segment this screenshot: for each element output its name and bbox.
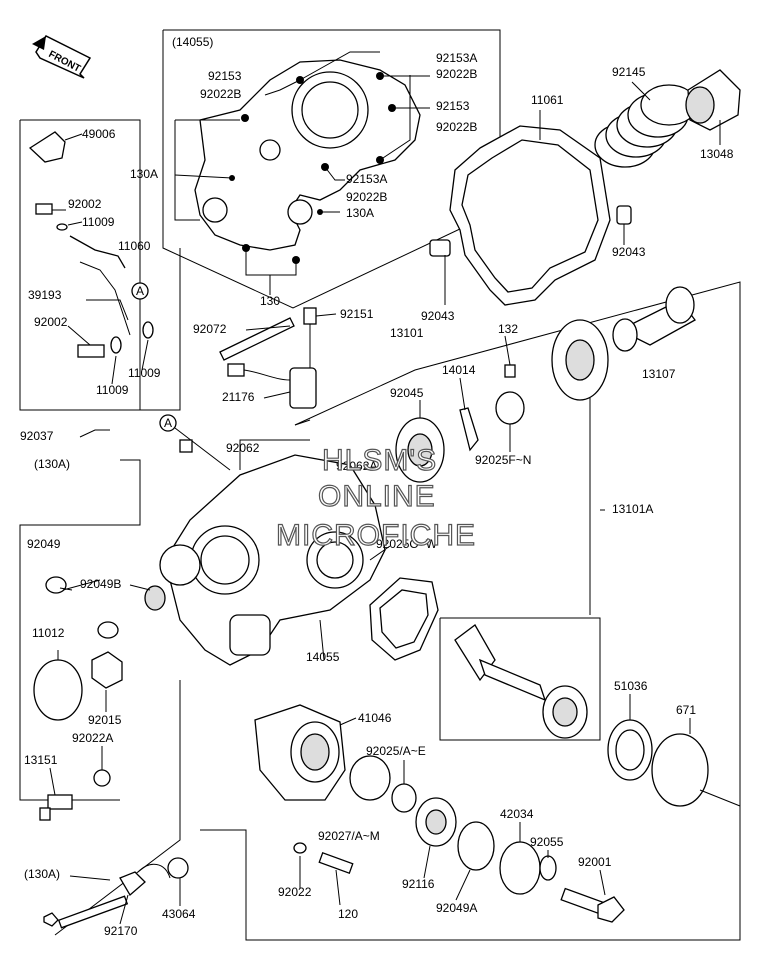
label-11012: 11012 [32,626,65,640]
label-130a-2: 130A [346,206,374,220]
label-92170: 92170 [104,924,138,938]
label-92022b-4: 92022B [346,190,387,204]
label-11009-1: 11009 [82,215,115,229]
label-132: 132 [498,322,518,336]
label-92022a: 92022A [72,731,113,745]
label-92043-1: 92043 [612,245,646,259]
label-92025ow: 92025O~W [376,537,438,551]
label-671: 671 [676,703,696,717]
label-130a-4: (130A) [24,867,60,881]
label-92022: 92022 [278,885,312,899]
label-120: 120 [338,907,358,921]
label-92015: 92015 [88,713,122,727]
label-14055-box: (14055) [172,35,213,49]
left-sensor-parts: A [28,131,154,358]
label-92062a: 92062A [336,459,377,473]
label-11009-2: 11009 [96,383,129,397]
seal-rings [607,719,741,807]
label-92022b-2: 92022B [200,87,241,101]
label-92002-2: 92002 [34,315,68,329]
label-92043-2: 92043 [421,309,455,323]
label-92049: 92049 [27,537,61,551]
watermark-line-1: HLSM'S [322,444,437,477]
label-39193: 39193 [28,288,62,302]
bushing-92043-parts [429,205,632,305]
label-92002-1: 92002 [68,197,102,211]
top-cover-part [194,59,421,264]
label-11060: 11060 [118,239,151,253]
label-42034: 42034 [500,807,534,821]
left-housing-parts [33,576,166,821]
leader-lines [49,209,691,925]
label-49006: 49006 [82,127,116,141]
label-92145: 92145 [612,65,646,79]
watermark: HLSM'S ONLINE MICROFICHE [275,443,476,552]
label-92001: 92001 [578,855,612,869]
frame-lines [19,29,741,941]
label-14014: 14014 [442,363,476,377]
top-cover-leaders [174,51,430,295]
label-130a-3: (130A) [34,457,70,471]
label-14055: 14055 [306,650,340,664]
label-92049b: 92049B [80,577,121,591]
label-92072: 92072 [193,322,227,336]
bearing-92045-part [395,400,445,483]
watermark-line-3: MICROFICHE [276,519,476,552]
bottom-parts-chain [293,755,625,923]
spring-part [594,81,698,168]
callout-a-left: A [136,284,144,298]
hub-13048-part [685,69,741,145]
label-92022b-3: 92022B [436,120,477,134]
main-housing-part [159,439,386,666]
label-92153-2: 92153 [436,99,470,113]
label-13107: 13107 [642,367,676,381]
front-arrow-badge: FRONT [32,35,92,79]
label-13101a: 13101A [612,502,653,516]
label-92055: 92055 [530,835,564,849]
label-92025ae: 92025/A~E [366,744,426,758]
label-43064: 43064 [162,907,196,921]
part-labels: (14055) 92153A 92022B 92153 92022B 92153… [20,35,734,938]
housing-41046-part [254,704,346,801]
label-92151: 92151 [340,307,374,321]
gasket-part [449,110,611,306]
label-92027am: 92027/A~M [318,829,380,843]
label-11009-3: 11009 [128,366,161,380]
label-41046: 41046 [358,711,392,725]
label-51036: 51036 [614,679,648,693]
ring-gear-part [551,286,696,615]
label-130: 130 [260,294,280,308]
label-92153-1: 92153 [208,69,242,83]
pinion-shaft-part [454,624,588,739]
label-92153a-2: 92153A [346,172,387,186]
label-92025fn: 92025F~N [475,453,531,467]
label-92045: 92045 [390,386,424,400]
bottom-left-parts [43,857,189,929]
label-13151: 13151 [24,753,58,767]
label-92037: 92037 [20,429,54,443]
label-92049a: 92049A [436,901,477,915]
label-11061: 11061 [531,93,564,107]
plate-part [369,577,439,661]
label-92022b-1: 92022B [436,67,477,81]
watermark-line-2: ONLINE [318,480,436,513]
label-92116: 92116 [402,877,435,891]
14014-parts [459,364,525,452]
label-13048: 13048 [700,147,734,161]
label-130a-1: 130A [130,167,158,181]
label-21176: 21176 [222,390,255,404]
label-92062: 92062 [226,441,260,455]
callout-a-housing: A [159,414,231,471]
label-13101: 13101 [390,326,424,340]
label-92153a-1: 92153A [436,51,477,65]
svg-text:A: A [164,416,172,430]
